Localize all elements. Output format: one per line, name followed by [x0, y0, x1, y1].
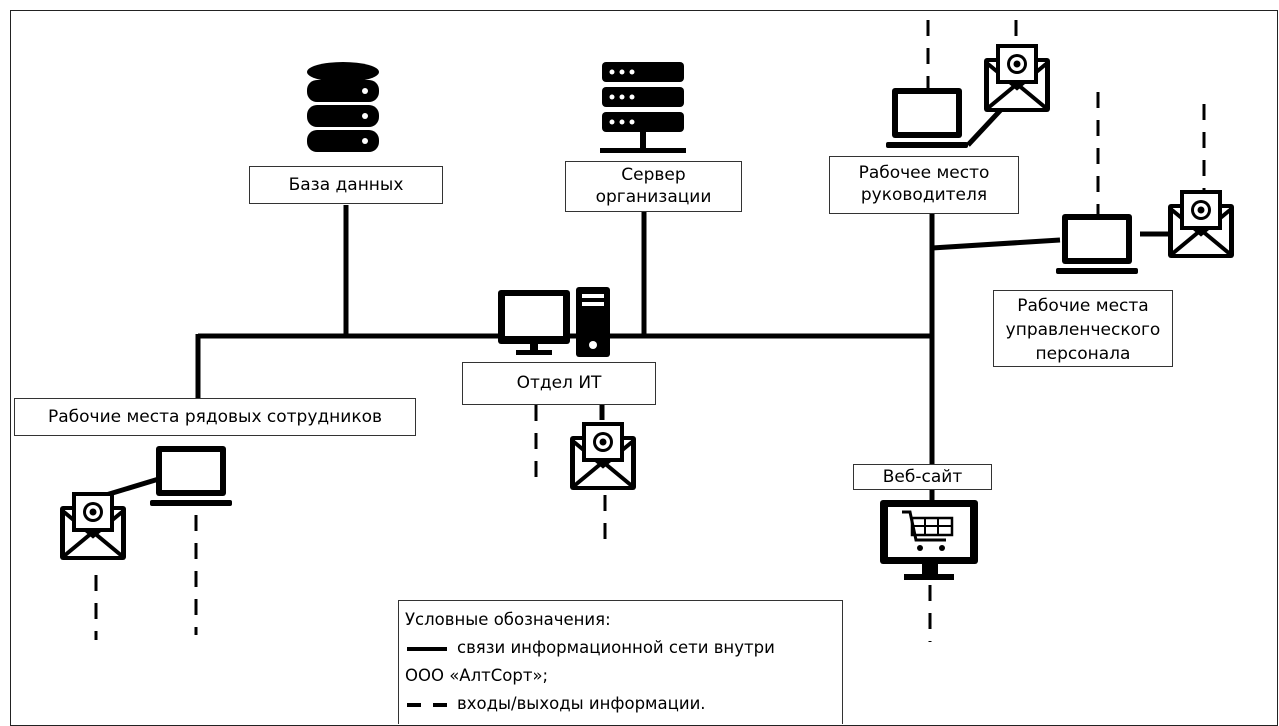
envelope-at-icon: [982, 42, 1052, 114]
envelope-at-icon: [58, 490, 128, 562]
server-label-line1: Сервер: [621, 165, 686, 185]
database-icon: [307, 62, 379, 152]
legend-dashed-text: входы/выходы информации.: [457, 694, 706, 713]
manager-label-line2: руководителя: [860, 185, 988, 205]
laptop-icon: [150, 446, 232, 506]
database-label: База данных: [249, 166, 443, 204]
employees-label-text: Рабочие места рядовых сотрудников: [47, 407, 383, 427]
solid-line-swatch: [407, 646, 447, 651]
laptop-icon: [886, 88, 968, 148]
laptop-icon: [1056, 214, 1138, 274]
legend-solid-row-cont: ООО «АлтСорт»;: [405, 666, 549, 685]
server-label-line2: организации: [595, 187, 712, 207]
mgmt-label-line3: персонала: [1035, 344, 1131, 364]
cart-monitor-icon: [880, 500, 978, 580]
mgmt-label-line2: управленческого: [1005, 320, 1161, 340]
legend-dashed-row: входы/выходы информации.: [405, 693, 836, 721]
dashed-line-swatch: [407, 702, 447, 707]
database-label-text: База данных: [288, 175, 404, 195]
website-label: Веб-сайт: [853, 464, 992, 490]
envelope-at-icon: [1166, 188, 1236, 260]
manager-label-line1: Рабочее место: [858, 163, 990, 183]
legend: Условные обозначения: связи информационн…: [398, 600, 843, 724]
website-label-text: Веб-сайт: [882, 467, 963, 487]
legend-solid-row: связи информационной сети внутри: [405, 637, 836, 665]
it-label-text: Отдел ИТ: [516, 373, 602, 393]
envelope-at-icon: [568, 420, 638, 492]
mgmt-label-line1: Рабочие места: [1017, 296, 1149, 316]
manager-workstation-label: Рабочее место руководителя: [829, 156, 1019, 214]
it-department-label: Отдел ИТ: [462, 362, 656, 405]
link-management: [931, 237, 1061, 251]
legend-solid-text: связи информационной сети внутри: [457, 638, 775, 657]
io-links: [94, 20, 1206, 642]
desktop-computer-icon: [498, 287, 610, 357]
employee-workstations-label: Рабочие места рядовых сотрудников: [14, 398, 416, 436]
server-icon: [600, 62, 686, 153]
management-workstations-label: Рабочие места управленческого персонала: [993, 290, 1173, 367]
server-label: Сервер организации: [565, 161, 742, 212]
legend-title: Условные обозначения:: [405, 610, 611, 629]
